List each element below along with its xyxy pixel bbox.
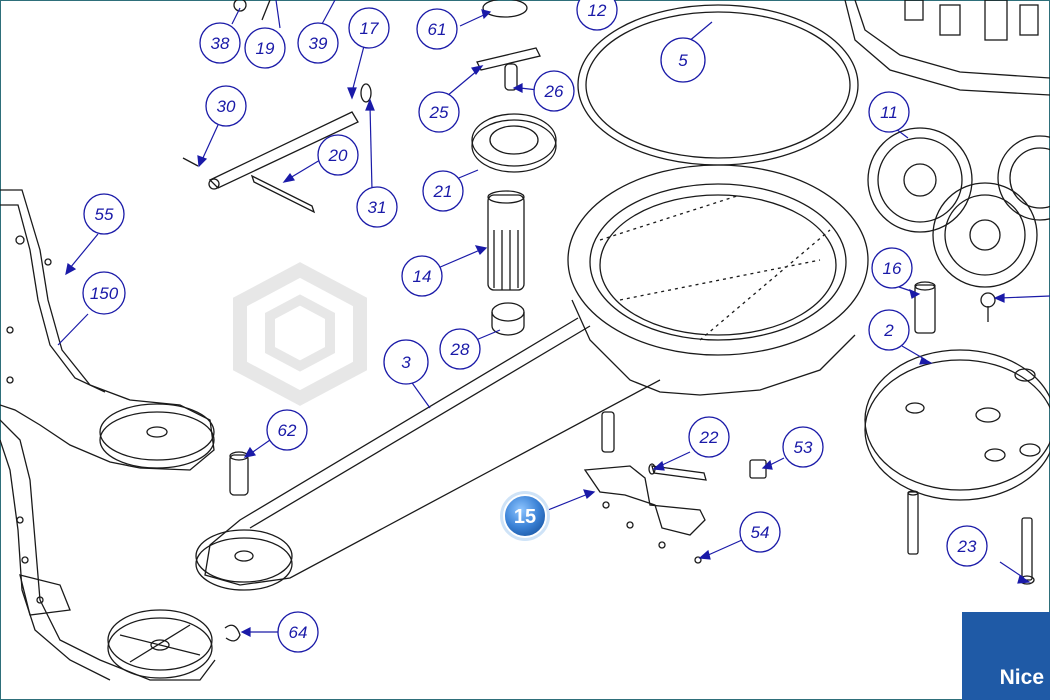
callout-19-circle xyxy=(244,27,286,69)
callout-circles xyxy=(82,0,988,653)
callout-22-circle xyxy=(688,416,730,458)
callout-38-circle xyxy=(199,22,241,64)
callout-15-highlighted[interactable]: 15 xyxy=(500,491,550,541)
callout-62: 62 xyxy=(278,421,297,440)
callout-64: 64 xyxy=(289,623,308,642)
callout-28-circle xyxy=(439,328,481,370)
callout-26-circle xyxy=(533,70,575,112)
callout-12-circle xyxy=(576,0,618,31)
callout-2-circle xyxy=(868,309,910,351)
callout-150: 150 xyxy=(90,284,119,303)
brand-name: Nice xyxy=(999,666,1044,689)
callout-22: 22 xyxy=(699,428,719,447)
callout-53: 53 xyxy=(794,438,813,457)
left-frame-plate xyxy=(0,189,215,471)
callout-14: 14 xyxy=(413,267,432,286)
callout-17-circle xyxy=(348,7,390,49)
brand-logo: Nice xyxy=(962,612,1050,700)
callout-25: 25 xyxy=(429,103,449,122)
callout-39: 39 xyxy=(309,34,328,53)
callout-11-circle xyxy=(868,91,910,133)
callout-20-circle xyxy=(317,134,359,176)
callout-2: 2 xyxy=(883,321,894,340)
callout-30-circle xyxy=(205,85,247,127)
callout-64-circle xyxy=(277,611,319,653)
callout-15-badge xyxy=(503,494,547,538)
callout-16: 16 xyxy=(883,259,902,278)
callout-21: 21 xyxy=(433,182,453,201)
callout-5-circle xyxy=(660,37,706,83)
callout-55: 55 xyxy=(95,205,114,224)
callout-30: 30 xyxy=(217,97,236,116)
callout-150-circle xyxy=(82,271,126,315)
callout-61: 61 xyxy=(428,20,447,39)
callout-38: 38 xyxy=(211,34,230,53)
callout-20: 20 xyxy=(328,146,348,165)
callout-14-circle xyxy=(401,255,443,297)
callout-62-circle xyxy=(266,409,308,451)
callout-31-circle xyxy=(356,186,398,228)
callout-54: 54 xyxy=(751,523,770,542)
callout-16-circle xyxy=(871,247,913,289)
callout-53-circle xyxy=(782,426,824,468)
callout-23: 23 xyxy=(957,537,977,556)
callout-23-circle xyxy=(946,525,988,567)
callout-54-circle xyxy=(739,511,781,553)
watermark-logo xyxy=(233,262,367,406)
callout-28: 28 xyxy=(450,340,470,359)
callout-21-circle xyxy=(422,170,464,212)
callout-labels: 38 19 39 17 61 12 5 26 25 30 20 31 21 11… xyxy=(90,1,977,642)
callout-11: 11 xyxy=(880,103,898,122)
callout-3-circle xyxy=(383,339,429,385)
callout-15: 15 xyxy=(514,506,536,528)
callout-5: 5 xyxy=(678,51,688,70)
callout-55-circle xyxy=(83,193,125,235)
parts-linework xyxy=(0,0,1050,681)
callout-39-circle xyxy=(297,22,339,64)
callout-3: 3 xyxy=(401,353,411,372)
callout-31: 31 xyxy=(368,198,387,217)
callout-26: 26 xyxy=(544,82,564,101)
callout-12: 12 xyxy=(588,1,607,20)
callout-25-circle xyxy=(418,91,460,133)
leader-lines xyxy=(57,0,1050,637)
callout-17: 17 xyxy=(360,19,379,38)
callout-19: 19 xyxy=(256,39,275,58)
callout-61-circle xyxy=(416,8,458,50)
